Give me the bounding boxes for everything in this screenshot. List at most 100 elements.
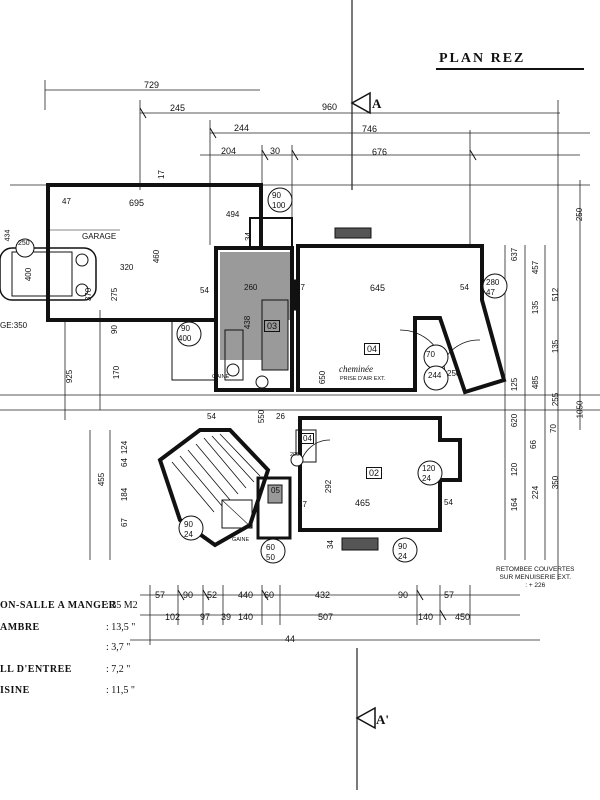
note-line-3: : + 226 [525,582,546,589]
legend-row-1: ON-SALLE A MANGER [0,600,116,611]
dim-lower-120: 120 [422,464,436,473]
note-line-2: SUR MENUISERIE EXT. [499,574,571,581]
dim-bottom-440: 440 [238,590,254,600]
dim-living-244: 244 [428,371,442,380]
dim-lower-67: 67 [119,518,129,527]
dim-garage-90: 90 [109,325,119,334]
dim-right-224: 224 [531,485,541,500]
dim-kitchen-260: 260 [244,283,258,292]
legend-row-5: ISINE [0,685,30,696]
dim-bottom-60: 60 [264,590,275,600]
dim-lower-24b: 24 [398,552,407,561]
dim-lower-292: 292 [324,479,334,494]
room-code-05: 05 [271,486,280,495]
dim-right-255: 255 [551,392,561,407]
dim-lower-465: 465 [355,498,371,508]
legend-label-5: ISINE [0,685,30,696]
dim-lower-54b: 54 [444,498,453,507]
room-code-02: 02 [366,467,383,479]
dim-right-620: 620 [510,413,520,428]
dim-lower-47: 47 [298,500,307,509]
dim-garage-695: 695 [129,198,145,208]
dim-lower-54: 54 [207,412,216,421]
dim-living-54: 54 [460,283,469,292]
dim-living-70: 70 [426,350,435,359]
room-code-04b: 04 [301,433,314,444]
dim-garage-434: 434 [4,229,12,242]
dim-top-244: 244 [234,123,250,133]
dim-kitchen-90: 90 [272,191,281,200]
side-tag: GE:350 [0,321,28,330]
dim-left-170: 170 [112,365,122,380]
dim-garage-400: 400 [24,267,34,282]
room-label-gaine-2: GAINE [232,537,250,543]
dim-right-1050: 1050 [575,400,585,419]
legend-row-4: LL D'ENTREE [0,664,72,675]
dim-living-650: 650 [318,370,328,385]
dim-lower-60: 60 [266,543,275,552]
dim-lower-200: 200 [290,452,300,458]
dim-bottom-102: 102 [165,612,181,622]
dim-top-729: 729 [144,80,160,90]
legend-label-2: AMBRE [0,622,40,633]
dim-right-250: 250 [575,207,585,222]
dim-bottom-total: 44 [285,634,296,644]
legend-label-4: LL D'ENTREE [0,664,72,675]
dim-bottom-90: 90 [183,590,194,600]
note-retombee: RETOMBEE COUVERTES SUR MENUISERIE EXT. :… [496,566,575,590]
room-code-kitchen: 03 [264,320,281,332]
dim-living-645: 645 [370,283,386,293]
dim-kitchen-17: 17 [296,283,305,292]
dim-lower-184: 184 [120,487,130,502]
dim-garage-275: 275 [110,287,120,302]
dim-kitchen-400: 400 [178,334,192,343]
dim-garage-370: 370 [84,287,94,302]
dim-living-250: 250 [447,369,461,378]
legend-value-2: : 13,5 " [106,622,136,633]
dim-bottom-39: 39 [221,612,232,622]
dim-bottom-57: 57 [155,590,166,600]
dim-right-120: 120 [510,462,520,477]
room-label-garage: GARAGE [82,232,117,241]
title-underline [436,68,584,70]
dim-right-637: 637 [510,247,520,262]
plan-title: PLAN REZ [439,51,526,66]
dim-garage-460: 460 [152,249,162,264]
dim-lower-26: 26 [276,412,285,421]
dim-living-280: 280 [486,278,500,287]
dim-top-245: 245 [170,103,186,113]
dim-lower-50: 50 [266,553,275,562]
dim-top-204: 204 [221,146,237,156]
dim-garage-47: 47 [62,197,71,206]
dim-kitchen-54: 54 [200,286,209,295]
legend-row-2: AMBRE [0,622,40,633]
room-code-living: 04 [364,343,381,355]
dim-bottom-507: 507 [318,612,334,622]
dim-lower-34: 34 [325,540,335,549]
legend-value-4: : 7,2 " [106,664,131,675]
dim-top-676: 676 [372,147,388,157]
dim-right-485: 485 [531,375,541,390]
dim-top-960: 960 [322,102,338,112]
dim-top-746: 746 [362,124,378,134]
label-cheminee: cheminée [339,364,373,374]
dim-lower-64: 64 [119,458,129,467]
dim-right-66: 66 [528,440,538,449]
dim-bottom-90b: 90 [398,590,409,600]
legend-value-5: : 11,5 " [106,685,135,696]
dim-garage-250: 250 [18,240,30,247]
dim-right-457: 457 [531,260,541,275]
room-label-gaine-1: GAINE [212,374,230,380]
label-prise-air: PRISE D'AIR EXT. [340,376,386,382]
dim-lower-90b: 90 [398,542,407,551]
section-mark-bottom: A' [376,712,389,727]
dim-bottom-57b: 57 [444,590,455,600]
dim-kitchen-100: 100 [272,201,286,210]
dim-lower-124: 124 [120,440,130,455]
dim-bottom-97: 97 [200,612,211,622]
dim-kitchen-34: 34 [243,232,253,241]
dim-right-125: 125 [510,377,520,392]
dim-kitchen-438: 438 [243,315,253,330]
dim-bottom-432: 432 [315,590,331,600]
